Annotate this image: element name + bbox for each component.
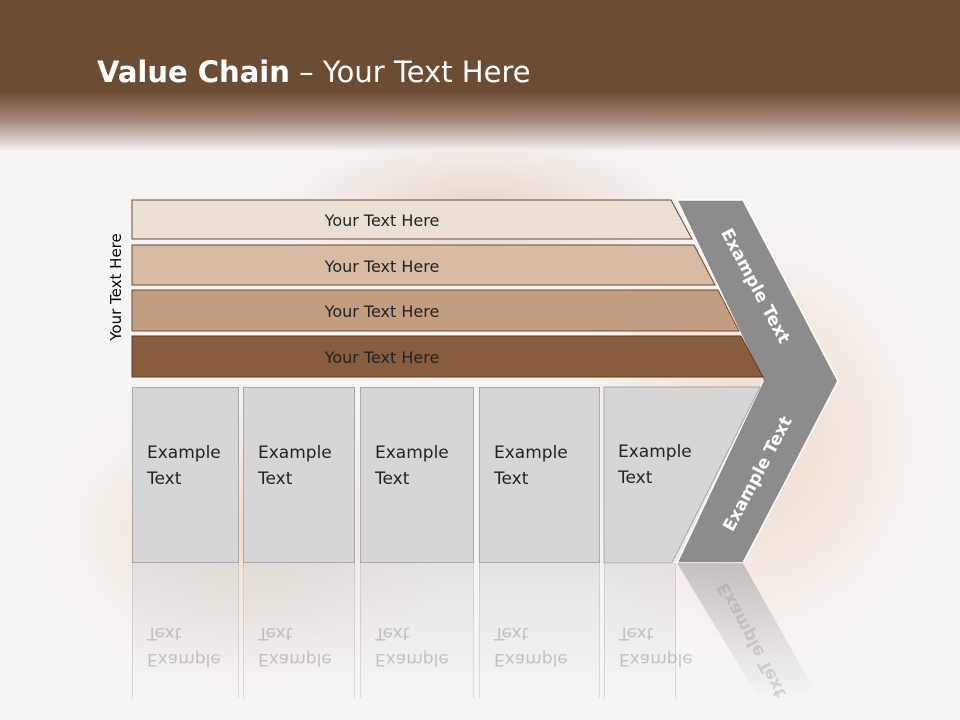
box-3-line1: Example	[375, 443, 449, 463]
refl-5-line2: Text	[619, 623, 654, 643]
box-reflection-5: Example Text	[604, 563, 693, 698]
box-4-line2: Text	[494, 469, 529, 489]
refl-2-line2: Text	[258, 623, 293, 643]
box-5-line1: Example	[618, 442, 692, 462]
box-3-line2: Text	[375, 469, 410, 489]
bar-shape-3	[131, 289, 740, 332]
bar-1-label: Your Text Here	[324, 210, 440, 230]
refl-1-line2: Text	[147, 623, 182, 643]
box-reflection-1: Example Text	[132, 563, 239, 698]
refl-3-line2: Text	[375, 623, 410, 643]
bar-2: Your Text Here	[132, 246, 692, 286]
chevron-reflection	[677, 563, 820, 700]
box-reflection-2: Example Text	[243, 563, 355, 698]
slide-title-rest: – Your Text Here	[289, 55, 531, 89]
box-2-line2: Text	[258, 469, 293, 489]
box-5-line2: Text	[618, 468, 653, 488]
bar-3-label: Your Text Here	[324, 301, 440, 321]
refl-5-line1: Example	[619, 649, 693, 669]
bar-shape-1	[131, 199, 693, 240]
bar-4: Your Text Here	[132, 337, 692, 377]
refl-2-line1: Example	[258, 649, 332, 669]
box-1-line2: Text	[147, 469, 182, 489]
refl-4-line1: Example	[494, 649, 568, 669]
bar-shape-4	[131, 335, 764, 378]
box-2-line1: Example	[258, 443, 332, 463]
box-reflection-3: Example Text	[360, 563, 474, 698]
bar-2-label: Your Text Here	[324, 256, 440, 276]
slide-title-bold: Value Chain	[97, 55, 290, 89]
bar-3: Your Text Here	[132, 291, 692, 331]
header-band	[0, 0, 960, 150]
slide-title: Value Chain – Your Text Here	[97, 55, 531, 89]
box-4-line1: Example	[494, 443, 568, 463]
bar-4-label: Your Text Here	[324, 347, 440, 367]
refl-4-line2: Text	[494, 623, 529, 643]
box-reflection-4: Example Text	[479, 563, 600, 698]
refl-1-line1: Example	[147, 649, 221, 669]
box-1-line1: Example	[147, 443, 221, 463]
bar-shape-2	[131, 244, 716, 286]
bar-1: Your Text Here	[132, 200, 692, 240]
refl-3-line1: Example	[375, 649, 449, 669]
